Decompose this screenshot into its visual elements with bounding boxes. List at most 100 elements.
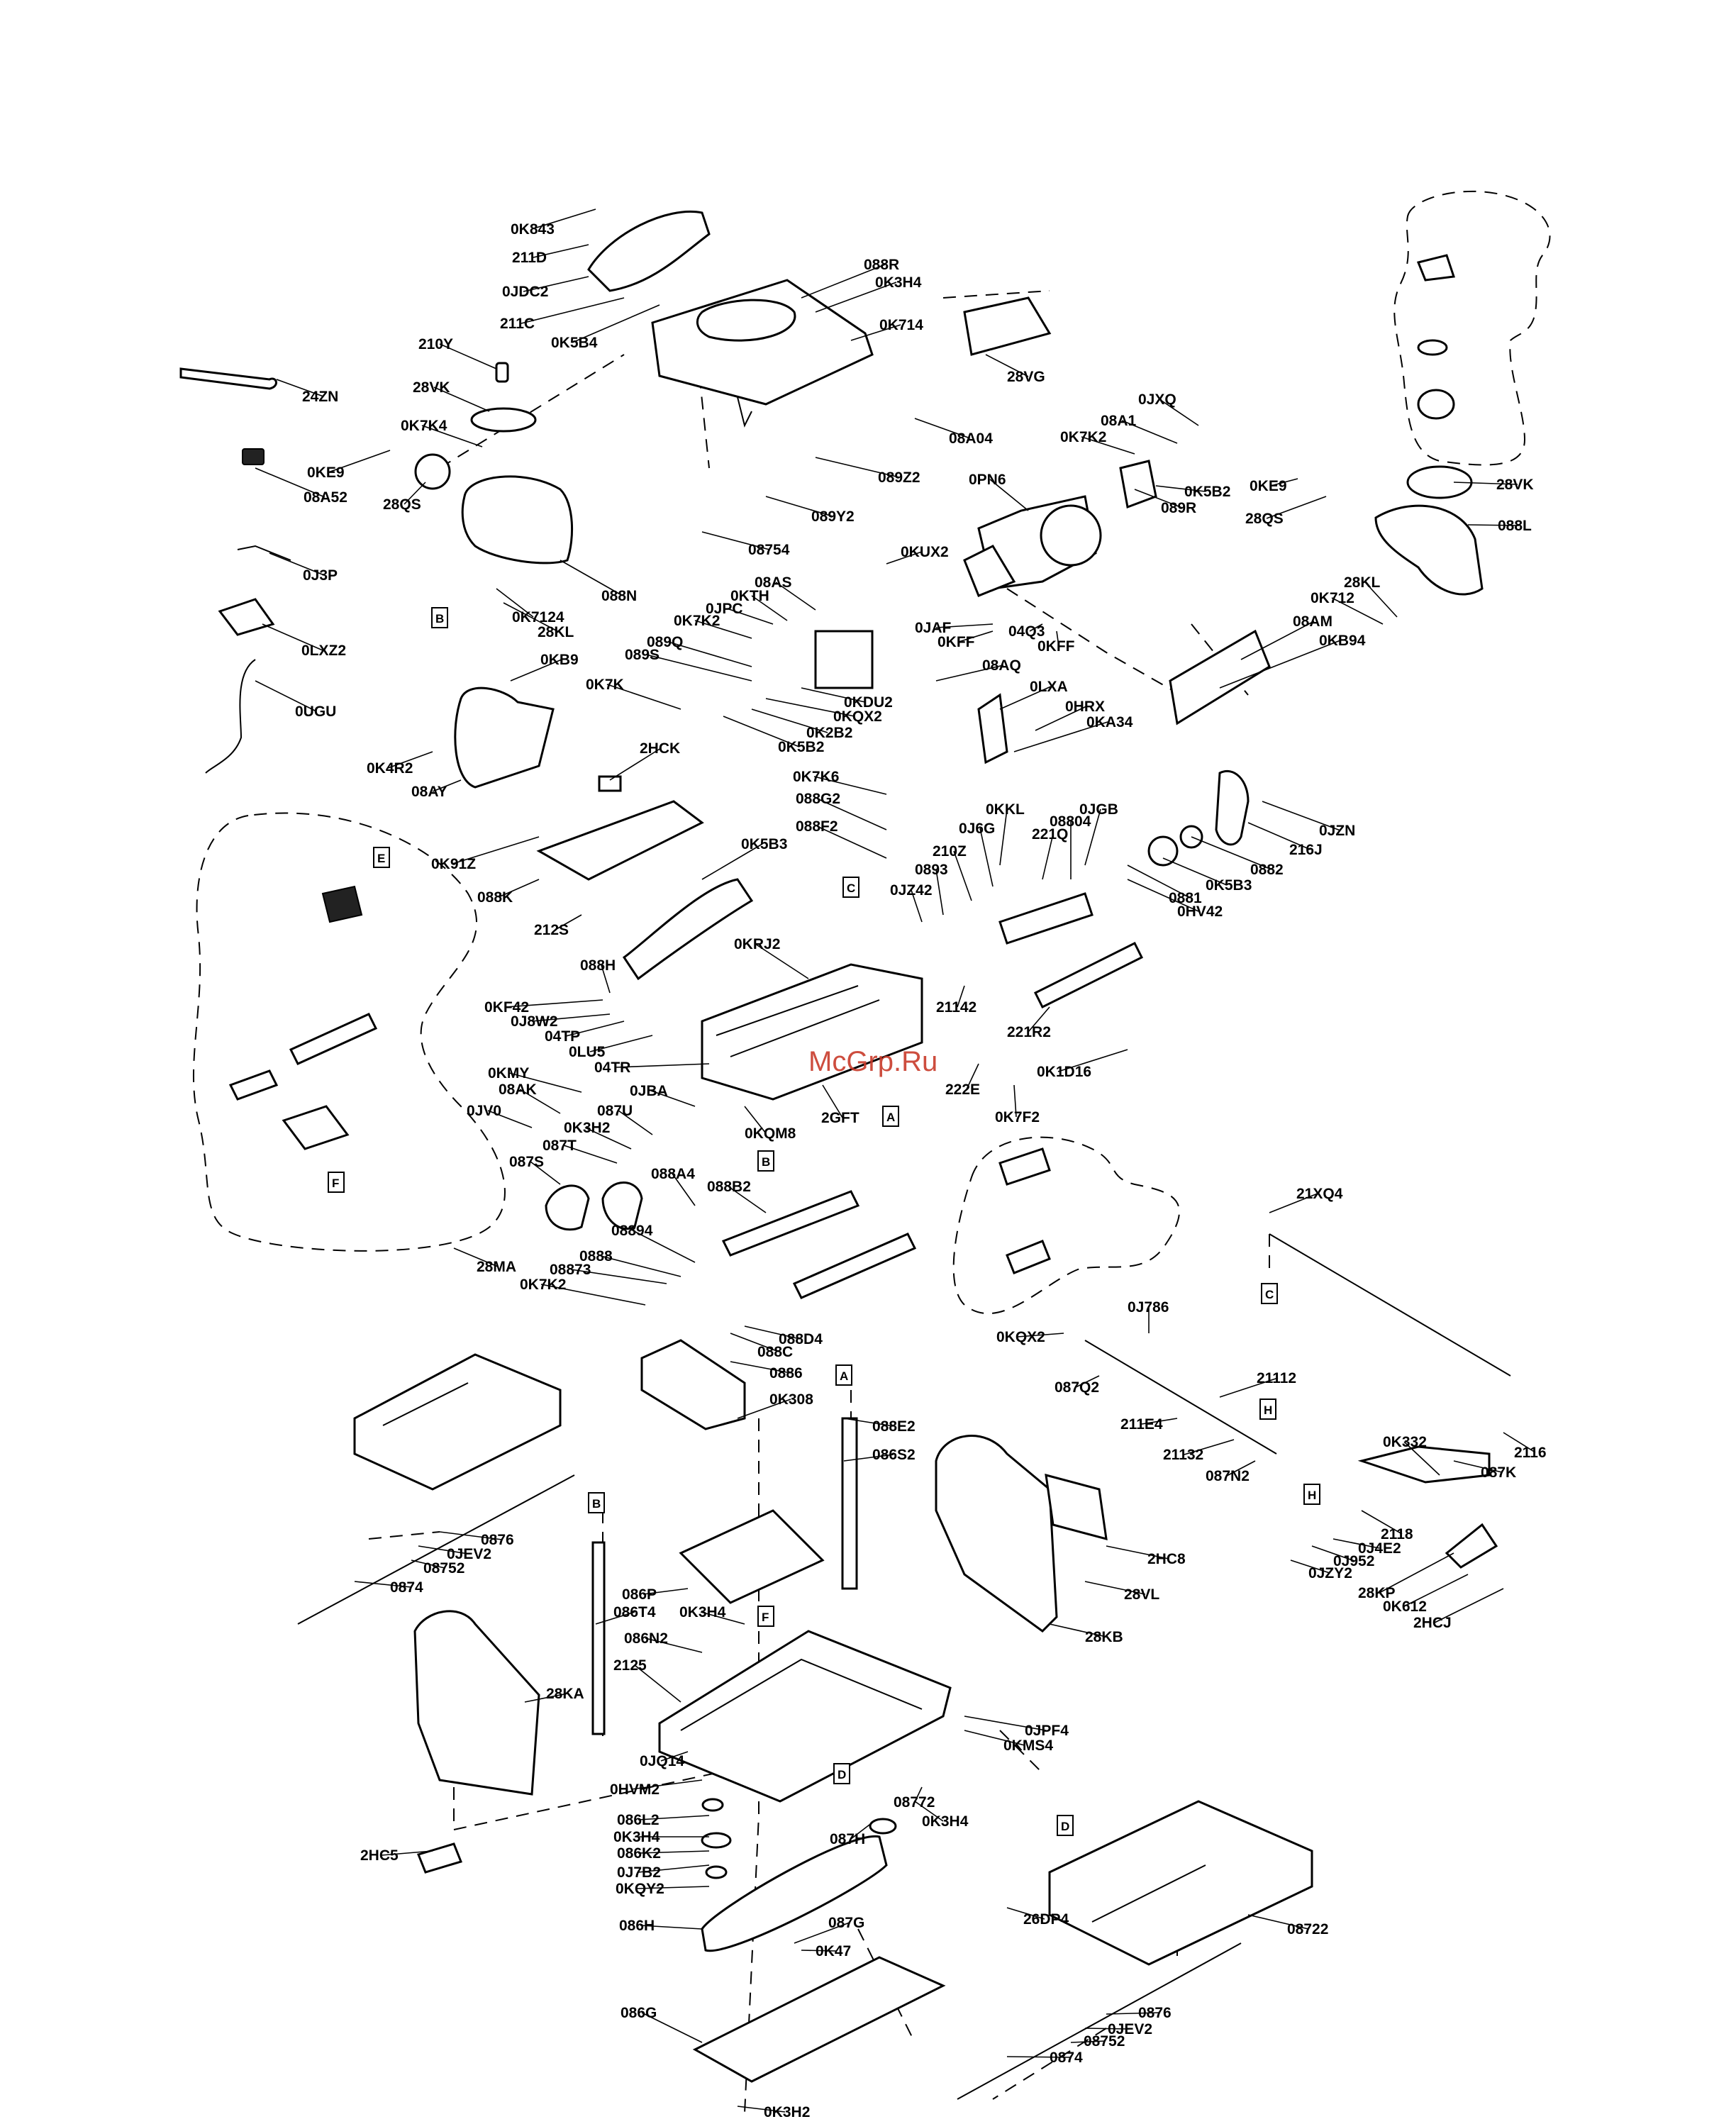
callout-leader	[914, 1801, 944, 1822]
callout-leader	[794, 1922, 850, 1944]
part-callout: 0K5B4	[551, 335, 598, 351]
chip-box	[640, 1339, 746, 1430]
part-callout: 0K5B2	[778, 739, 824, 755]
callout-leader	[521, 297, 625, 324]
part-callout: 0JPF4	[1025, 1723, 1069, 1739]
part-callout: 0K7F2	[995, 1109, 1040, 1125]
callout-leader	[1266, 496, 1327, 519]
knob-disc	[470, 407, 537, 433]
callout-leader	[354, 1581, 412, 1588]
part-callout: 28VL	[1124, 1586, 1159, 1603]
part-callout: 28VK	[1496, 477, 1534, 493]
marker-box	[431, 607, 448, 628]
part-callout: 211D	[512, 250, 547, 266]
left-washer	[414, 453, 451, 490]
part-callout: 0K7K	[586, 677, 624, 693]
callout-leader	[650, 1090, 696, 1107]
callout-leader	[1331, 597, 1384, 625]
part-callout: 0J786	[1128, 1299, 1169, 1316]
switch	[242, 448, 265, 465]
callout-leader	[452, 836, 540, 864]
part-callout: 088B2	[707, 1179, 751, 1195]
part-callout: 08AY	[411, 784, 447, 800]
part-callout: 087N2	[1206, 1468, 1250, 1484]
part-callout: 08752	[1084, 2033, 1125, 2050]
callout-leader	[1247, 822, 1311, 850]
part-callout: 28KL	[538, 624, 574, 640]
part-callout: 088D4	[779, 1331, 823, 1347]
callout-leader	[645, 1638, 703, 1653]
part-callout: 086K2	[617, 1845, 661, 1862]
callout-leader	[1240, 621, 1315, 660]
small-plate	[416, 1842, 463, 1874]
part-callout: 089R	[1161, 500, 1196, 516]
part-callout: 08722	[1287, 1921, 1328, 1937]
callout-leader	[1453, 482, 1518, 485]
callout-leader	[813, 776, 887, 795]
part-callout: 087S	[509, 1154, 544, 1170]
part-callout: 0KQX2	[996, 1329, 1045, 1345]
assembly-marker: A	[835, 1364, 852, 1386]
part-callout: 0K714	[879, 317, 923, 333]
callout-leader	[728, 1186, 767, 1213]
callout-leader	[255, 680, 317, 712]
part-callout: 0J7B2	[617, 1864, 661, 1881]
callout-leader	[1057, 1049, 1128, 1072]
part-callout: 221R2	[1007, 1024, 1051, 1040]
callout-leader	[439, 343, 497, 369]
gear-box	[814, 630, 874, 689]
part-callout: 26DP4	[1023, 1911, 1069, 1928]
part-callout: 086T4	[613, 1604, 656, 1620]
part-callout: 0K7K6	[793, 769, 839, 785]
part-callout: 0K712	[1311, 590, 1354, 606]
base-pad	[679, 1509, 825, 1604]
part-callout: 08A52	[304, 489, 347, 506]
dust-deflector	[536, 800, 704, 881]
callout-leader	[560, 560, 623, 596]
part-callout: 08AK	[499, 1082, 537, 1098]
part-callout: 0LU5	[569, 1044, 606, 1060]
callout-leader	[816, 798, 887, 830]
part-callout: 0KQM8	[745, 1125, 796, 1142]
callout-leader	[911, 889, 923, 923]
height-rod	[1269, 1233, 1511, 1377]
part-callout: 0JQ14	[640, 1753, 684, 1769]
part-callout: 0K7124	[512, 609, 564, 625]
part-callout: 088N	[601, 588, 637, 604]
callout-leader	[801, 264, 886, 299]
part-callout: 087U	[597, 1103, 633, 1119]
marker-box	[1259, 1399, 1276, 1420]
callout-leader	[985, 354, 1029, 377]
callout-leader	[1361, 1510, 1403, 1535]
part-callout: 086S2	[872, 1447, 916, 1463]
marker-letter: H	[1264, 1403, 1272, 1417]
marker-letter: C	[1265, 1288, 1274, 1301]
callout-leader	[572, 304, 660, 343]
callout-leader	[1332, 1538, 1380, 1549]
callout-leader	[1141, 1418, 1178, 1425]
part-callout: 0J8W2	[511, 1013, 558, 1030]
part-callout: 0K3H4	[875, 274, 922, 291]
callout-leader	[914, 1786, 923, 1803]
chip-chute	[454, 686, 555, 789]
part-callout: 24ZN	[302, 389, 338, 405]
callout-leader	[850, 1822, 873, 1840]
callout-leader	[1084, 808, 1101, 866]
part-callout: 087Q2	[1055, 1379, 1099, 1396]
table-rod-1	[297, 1474, 575, 1625]
callout-leader	[816, 825, 887, 859]
marker-box	[1261, 1283, 1278, 1304]
part-callout: 087H	[830, 1831, 865, 1847]
knob	[495, 362, 509, 383]
part-callout: 0K7K2	[674, 613, 720, 629]
callout-leader	[1035, 706, 1087, 731]
callout-leader	[1070, 2040, 1106, 2043]
part-callout: 28QS	[1245, 511, 1284, 527]
part-callout: 21132	[1163, 1447, 1203, 1463]
callout-leader	[600, 1255, 681, 1277]
callout-leader	[1184, 1439, 1235, 1455]
assembly-outlines	[193, 190, 1551, 1315]
part-callout: 04Q3	[1008, 623, 1045, 640]
cutter-head-frame	[701, 963, 923, 1101]
part-callout: 21XQ4	[1296, 1186, 1343, 1202]
